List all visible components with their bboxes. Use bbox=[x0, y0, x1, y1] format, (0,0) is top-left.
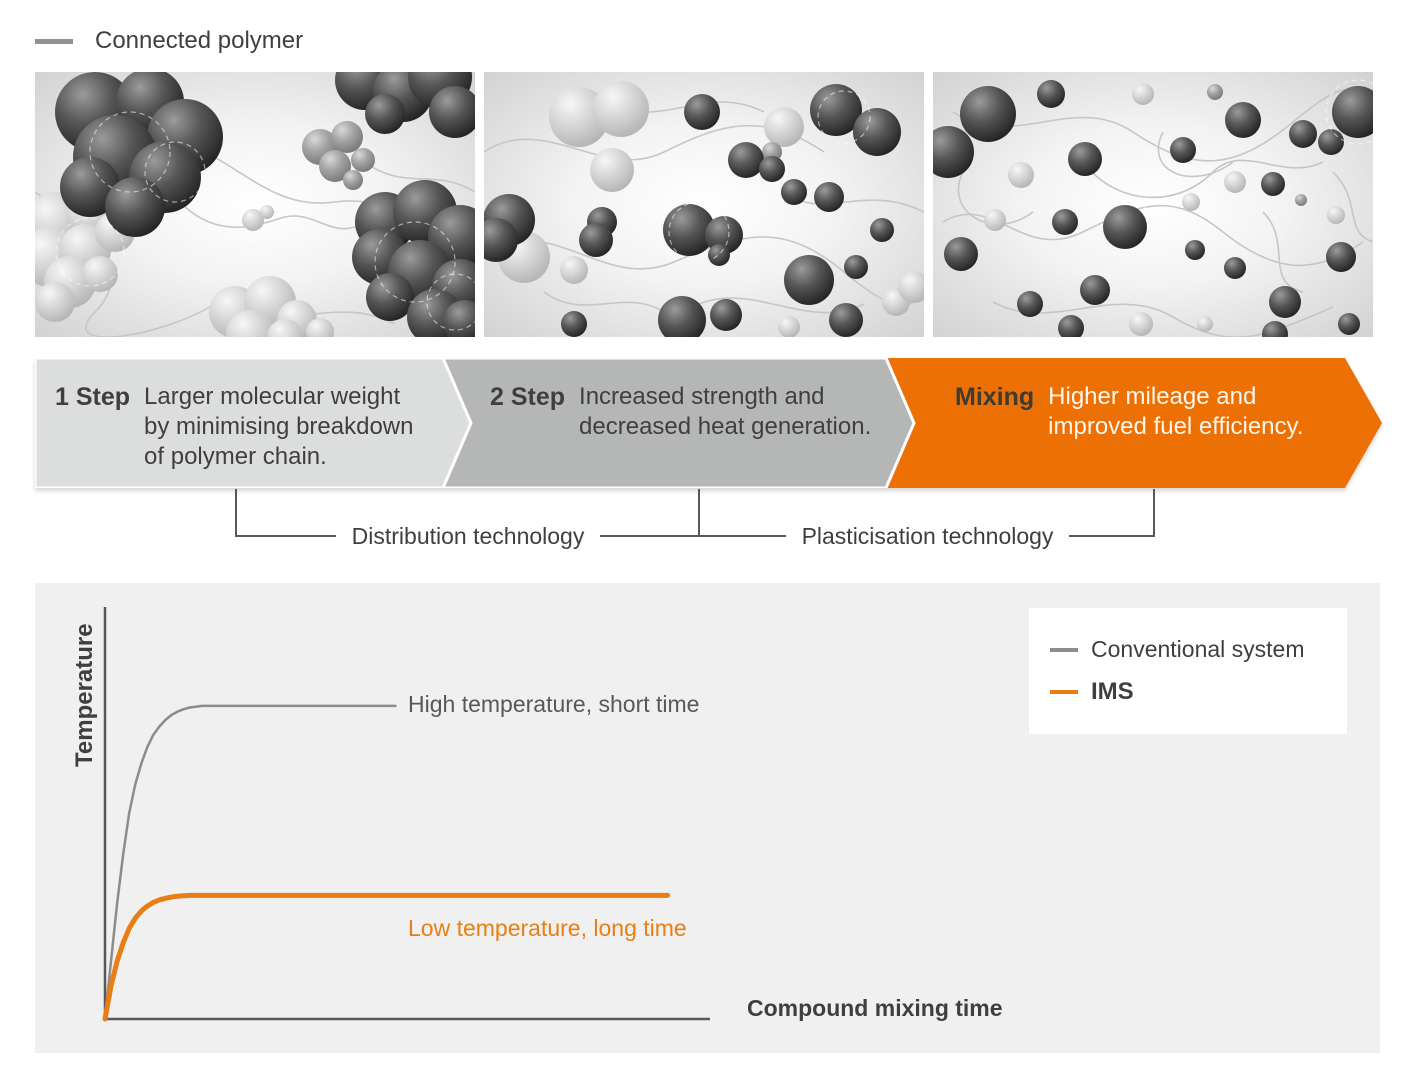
legend-row-ims: IMS bbox=[1050, 678, 1347, 706]
polymer-line-icon bbox=[35, 38, 73, 44]
polymer-stage-image-2 bbox=[484, 72, 924, 337]
connected-polymer-legend: Connected polymer bbox=[35, 27, 303, 55]
legend-row-conventional: Conventional system bbox=[1050, 636, 1347, 663]
conventional-curve-annotation: High temperature, short time bbox=[408, 691, 700, 717]
ims-legend-label: IMS bbox=[1091, 678, 1134, 705]
x-axis-label: Compound mixing time bbox=[747, 995, 1003, 1021]
step-2-line-2: decreased heat generation. bbox=[579, 413, 872, 440]
conventional-line-icon bbox=[1050, 647, 1078, 652]
mixing-label: Mixing bbox=[955, 383, 1035, 411]
step-1-label: 1 Step bbox=[55, 383, 131, 411]
chevron-step-1 bbox=[35, 358, 473, 488]
mixing-line-2: improved fuel efficiency. bbox=[1048, 413, 1304, 440]
distribution-technology-label: Distribution technology bbox=[351, 522, 585, 549]
step-1-line-1: Larger molecular weight bbox=[144, 383, 401, 410]
ims-curve-annotation: Low temperature, long time bbox=[408, 915, 687, 941]
bracket-line bbox=[1069, 535, 1155, 537]
bracket-tick-middle bbox=[698, 489, 700, 537]
bracket-tick-left bbox=[235, 489, 237, 537]
chart-legend: Conventional system IMS bbox=[1029, 608, 1347, 734]
mixing-text: Mixing Higher mileage and improved fuel … bbox=[955, 382, 1303, 442]
y-axis-label: Temperature bbox=[71, 623, 98, 767]
step-1-text: 1 Step Larger molecular weight by minimi… bbox=[55, 382, 413, 472]
plasticisation-technology-label: Plasticisation technology bbox=[801, 522, 1054, 549]
distribution-technology-bracket: Distribution technology bbox=[237, 522, 699, 549]
step-1-line-3: of polymer chain. bbox=[144, 443, 327, 470]
bracket-line bbox=[237, 535, 336, 537]
step-1-line-2: by minimising breakdown bbox=[144, 413, 414, 440]
polymer-dispersion-panels bbox=[35, 72, 1373, 337]
bracket-line bbox=[600, 535, 699, 537]
polymer-stage-image-3 bbox=[933, 72, 1373, 337]
conventional-legend-label: Conventional system bbox=[1091, 636, 1305, 662]
ims-line-icon bbox=[1050, 690, 1078, 694]
bracket-line bbox=[700, 535, 786, 537]
step-2-text: 2 Step Increased strength and decreased … bbox=[490, 382, 871, 442]
mixing-temperature-chart: Temperature Compound mixing time High te… bbox=[35, 583, 1380, 1053]
step-2-label: 2 Step bbox=[490, 383, 566, 411]
step-2-line-1: Increased strength and bbox=[579, 383, 825, 410]
bracket-tick-right bbox=[1153, 489, 1155, 537]
process-bar: 1 Step Larger molecular weight by minimi… bbox=[35, 358, 1383, 488]
connected-polymer-label: Connected polymer bbox=[95, 27, 304, 54]
plasticisation-technology-bracket: Plasticisation technology bbox=[700, 522, 1155, 549]
chevron-mixing bbox=[878, 358, 1382, 488]
polymer-stage-image-1 bbox=[35, 72, 475, 337]
mixing-line-1: Higher mileage and bbox=[1048, 383, 1257, 410]
